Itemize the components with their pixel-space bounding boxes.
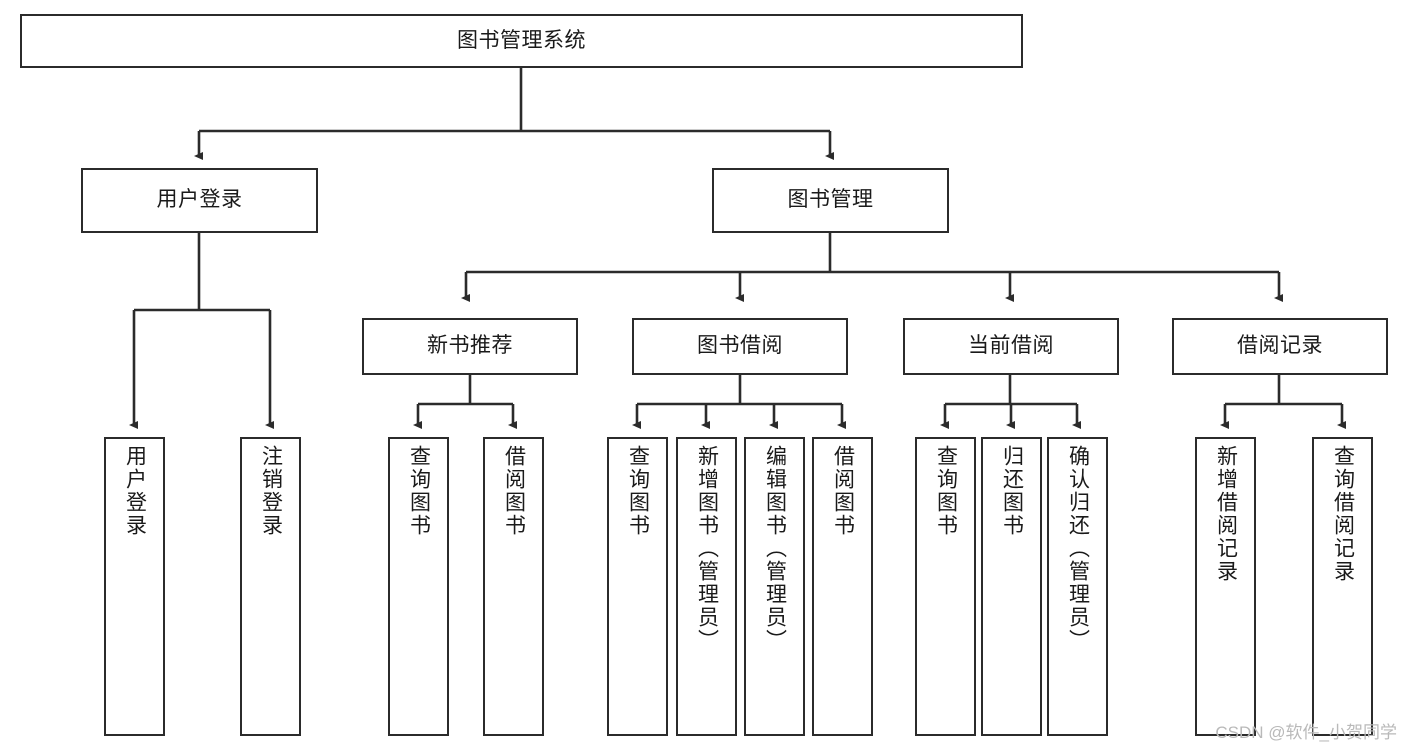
node-leaf-add-record[interactable]: 新增借阅记录 bbox=[1195, 437, 1256, 736]
node-leaf-query-record[interactable]: 查询借阅记录 bbox=[1312, 437, 1373, 736]
node-new-book-rec-label: 新书推荐 bbox=[427, 334, 513, 358]
node-leaf-edit-book-label: 编辑图书（管理员） bbox=[763, 445, 787, 652]
csdn-watermark: CSDN @软件_小贺同学 bbox=[1215, 723, 1397, 742]
node-leaf-user-login-label: 用户登录 bbox=[123, 445, 147, 537]
node-leaf-query-book-3-label: 查询图书 bbox=[934, 445, 958, 537]
node-leaf-confirm-return[interactable]: 确认归还（管理员） bbox=[1047, 437, 1108, 736]
node-leaf-query-book-3[interactable]: 查询图书 bbox=[915, 437, 976, 736]
node-leaf-confirm-return-label: 确认归还（管理员） bbox=[1066, 445, 1090, 652]
node-leaf-query-record-label: 查询借阅记录 bbox=[1331, 445, 1355, 583]
node-leaf-add-book-label: 新增图书（管理员） bbox=[695, 445, 719, 652]
node-leaf-query-book-1-label: 查询图书 bbox=[407, 445, 431, 537]
node-leaf-query-book-2[interactable]: 查询图书 bbox=[607, 437, 668, 736]
node-leaf-user-login[interactable]: 用户登录 bbox=[104, 437, 165, 736]
node-book-borrow-label: 图书借阅 bbox=[697, 334, 783, 358]
node-leaf-query-book-1[interactable]: 查询图书 bbox=[388, 437, 449, 736]
node-leaf-edit-book[interactable]: 编辑图书（管理员） bbox=[744, 437, 805, 736]
node-leaf-user-logout[interactable]: 注销登录 bbox=[240, 437, 301, 736]
node-leaf-return-book[interactable]: 归还图书 bbox=[981, 437, 1042, 736]
node-root[interactable]: 图书管理系统 bbox=[20, 14, 1023, 68]
node-book-borrow[interactable]: 图书借阅 bbox=[632, 318, 848, 375]
node-leaf-borrow-book-2-label: 借阅图书 bbox=[831, 445, 855, 537]
node-current-borrow-label: 当前借阅 bbox=[968, 334, 1054, 358]
node-borrow-record[interactable]: 借阅记录 bbox=[1172, 318, 1388, 375]
node-book-manage-label: 图书管理 bbox=[787, 188, 874, 212]
node-root-label: 图书管理系统 bbox=[457, 28, 586, 52]
node-leaf-add-record-label: 新增借阅记录 bbox=[1214, 445, 1238, 583]
node-leaf-add-book[interactable]: 新增图书（管理员） bbox=[676, 437, 737, 736]
node-leaf-borrow-book-1[interactable]: 借阅图书 bbox=[483, 437, 544, 736]
node-current-borrow[interactable]: 当前借阅 bbox=[903, 318, 1119, 375]
node-book-manage[interactable]: 图书管理 bbox=[712, 168, 949, 233]
node-user-login[interactable]: 用户登录 bbox=[81, 168, 318, 233]
node-leaf-return-book-label: 归还图书 bbox=[1000, 445, 1024, 537]
node-leaf-borrow-book-2[interactable]: 借阅图书 bbox=[812, 437, 873, 736]
node-borrow-record-label: 借阅记录 bbox=[1237, 334, 1323, 358]
node-leaf-borrow-book-1-label: 借阅图书 bbox=[502, 445, 526, 537]
node-new-book-rec[interactable]: 新书推荐 bbox=[362, 318, 578, 375]
node-leaf-user-logout-label: 注销登录 bbox=[259, 445, 283, 537]
node-user-login-label: 用户登录 bbox=[156, 188, 243, 212]
node-leaf-query-book-2-label: 查询图书 bbox=[626, 445, 650, 537]
